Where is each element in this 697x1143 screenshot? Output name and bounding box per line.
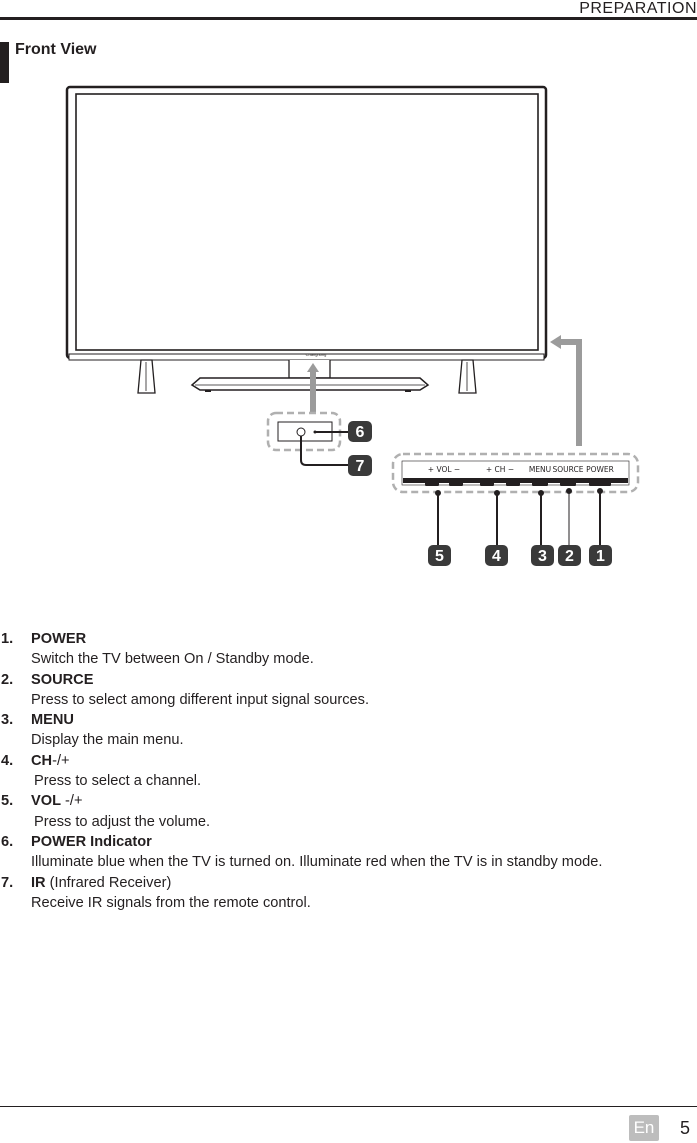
menu-key (532, 481, 548, 486)
list-item: 1. POWER (0, 629, 697, 649)
header-rule (0, 17, 697, 20)
tv-logo: Changhong (306, 352, 327, 357)
page-number: 5 (680, 1118, 691, 1138)
ir-receiver-icon (296, 427, 306, 437)
control-panel-arrow (550, 335, 582, 446)
item-description: Press to select among different input si… (31, 691, 370, 708)
item-name: SOURCE (31, 671, 94, 688)
leader-line (310, 368, 316, 412)
power-key-label: POWER (586, 465, 614, 474)
item-number: 2. (1, 671, 14, 688)
callout-4: 4 (485, 545, 508, 566)
callout-7: 7 (348, 455, 372, 476)
svg-text:3: 3 (538, 548, 547, 565)
item-number: 5. (1, 793, 14, 810)
ch-plus-key (480, 481, 494, 486)
ch-key-label: + CH − (486, 465, 514, 474)
section-title: Front View (15, 41, 97, 58)
item-description: Switch the TV between On / Standby mode. (31, 651, 314, 668)
ch-minus-key (506, 481, 520, 486)
vol-plus-key (425, 481, 439, 486)
vol-key-label: + VOL − (428, 465, 460, 474)
ir-indicator-inset (266, 411, 348, 466)
section-marker (0, 42, 9, 83)
control-panel-inset: + VOL − + CH − MENU SOURCE POWER (391, 452, 640, 494)
list-item: 5. VOL -/+ (0, 791, 697, 811)
item-name: POWER Indicator (31, 833, 152, 850)
list-item: 2. SOURCE (0, 670, 697, 690)
item-description: Illuminate blue when the TV is turned on… (31, 854, 603, 871)
item-number: 6. (1, 833, 14, 850)
power-key (589, 481, 611, 486)
item-number: 4. (1, 752, 14, 769)
item-description: Receive IR signals from the remote contr… (31, 894, 311, 911)
tv-front-diagram: Changhong 6 7 (65, 85, 640, 566)
list-item: 6. POWER Indicator (0, 832, 697, 852)
svg-text:1: 1 (596, 548, 605, 565)
feature-list: 1. POWER Switch the TV between On / Stan… (0, 629, 697, 913)
callout-2: 2 (558, 545, 581, 566)
tv-set: Changhong (65, 85, 548, 394)
list-item: 3. MENU (0, 710, 697, 730)
item-number: 1. (1, 631, 14, 647)
item-name: CH-/+ (31, 752, 70, 769)
item-number: 3. (1, 712, 14, 729)
item-name: MENU (31, 712, 74, 729)
section-header: PREPARATION (579, 0, 697, 17)
menu-key-label: MENU (529, 465, 551, 474)
item-name: VOL -/+ (31, 793, 83, 810)
callout-3: 3 (531, 545, 554, 566)
callout-5: 5 (428, 545, 451, 566)
svg-text:4: 4 (492, 548, 501, 565)
item-description: Press to select a channel. (34, 773, 202, 790)
item-description: Display the main menu. (31, 732, 184, 749)
language-badge: En (629, 1115, 659, 1141)
svg-text:5: 5 (435, 548, 444, 565)
vol-minus-key (449, 481, 463, 486)
callout-1: 1 (589, 545, 612, 566)
list-item: 7. IR (Infrared Receiver) (0, 873, 697, 893)
item-name: POWER (31, 631, 87, 647)
item-name: IR (Infrared Receiver) (31, 874, 172, 891)
source-key (560, 481, 576, 486)
list-item: 4. CH-/+ (0, 751, 697, 771)
footer-rule (0, 1106, 697, 1107)
svg-text:2: 2 (565, 548, 574, 565)
item-description: Press to adjust the volume. (34, 813, 211, 830)
source-key-label: SOURCE (553, 465, 584, 474)
svg-text:7: 7 (356, 458, 365, 475)
callout-6: 6 (348, 421, 372, 442)
svg-text:6: 6 (356, 424, 365, 441)
item-number: 7. (1, 874, 14, 891)
